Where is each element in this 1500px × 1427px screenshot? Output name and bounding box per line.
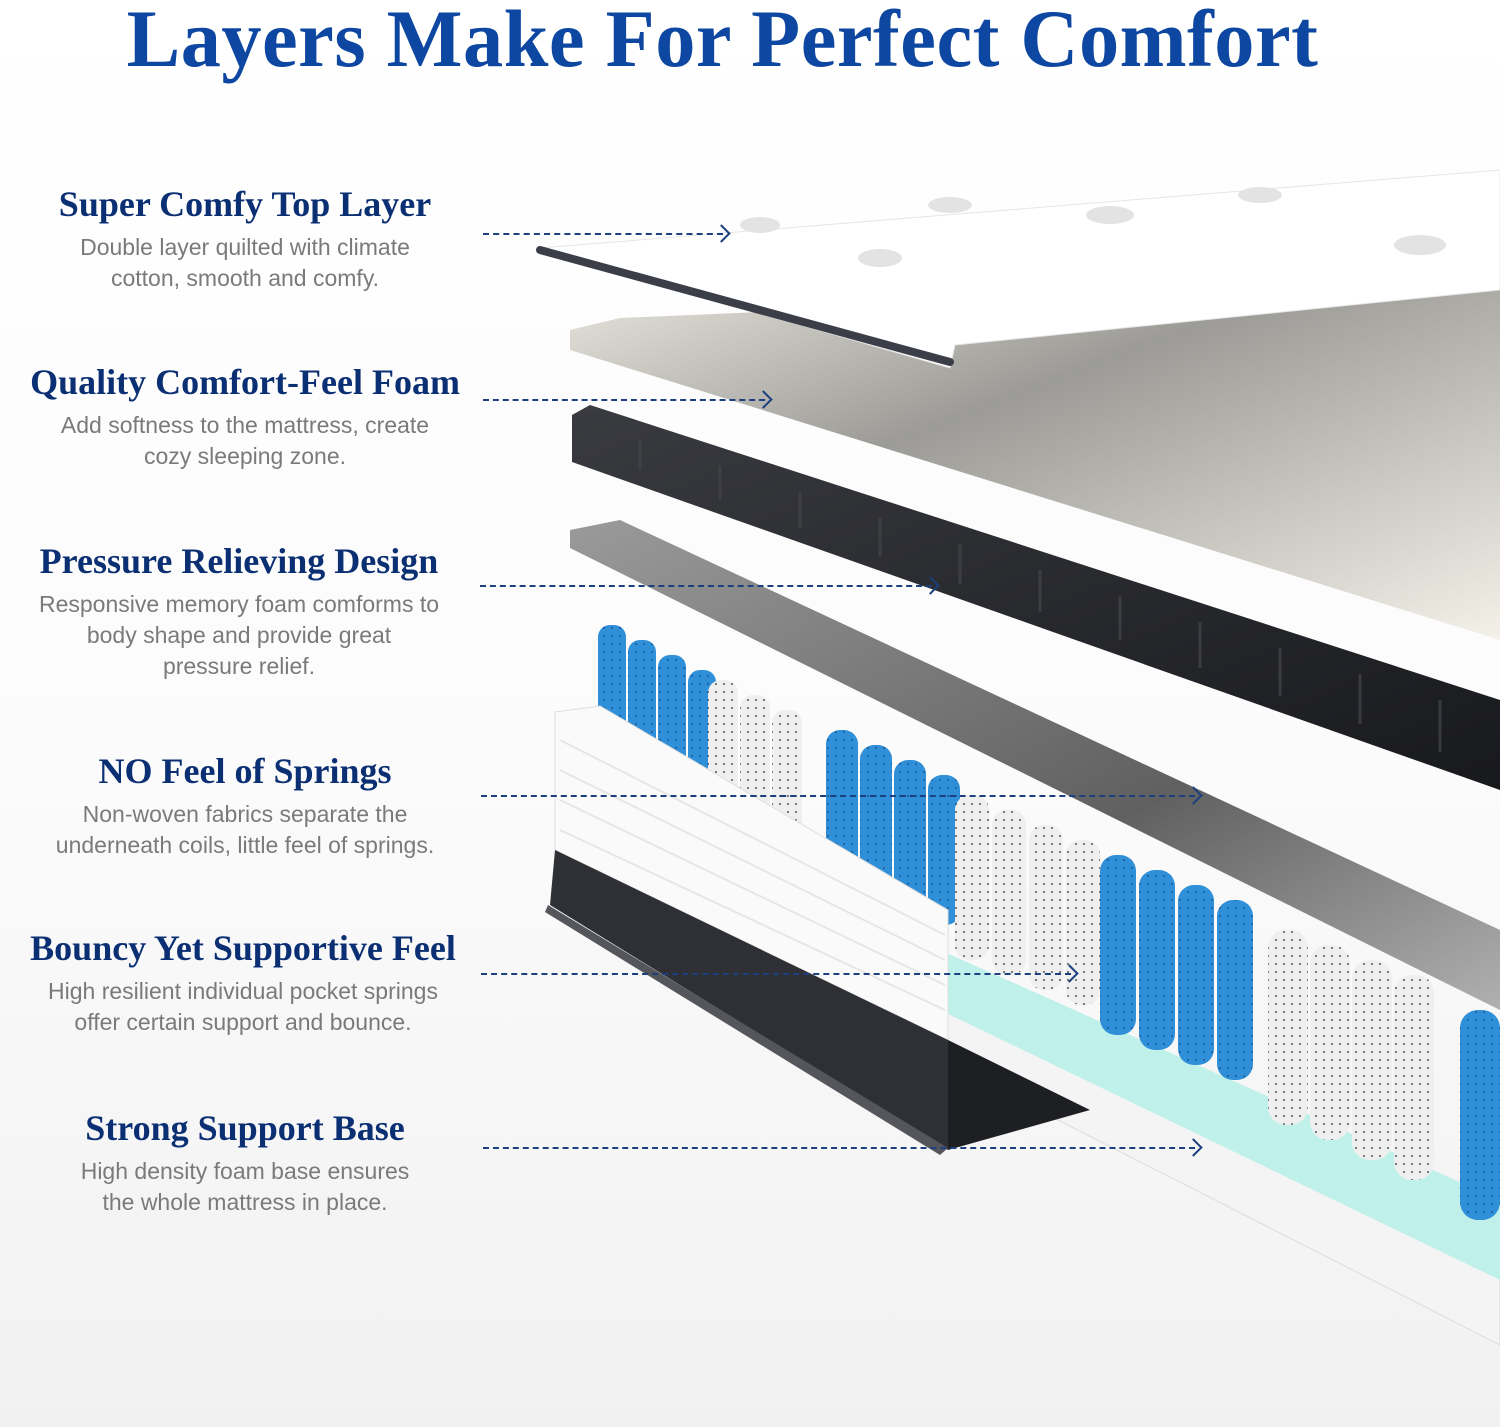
description-line: the whole mattress in place.: [102, 1189, 388, 1215]
feature-heading: Pressure Relieving Design: [39, 541, 439, 581]
description-line: offer certain support and bounce.: [74, 1009, 412, 1035]
feature-comfort-foam: Quality Comfort-Feel Foam Add softness t…: [0, 360, 490, 472]
feature-heading: Bouncy Yet Supportive Feel: [30, 928, 456, 968]
feature-description: High density foam base ensures the whole…: [0, 1156, 490, 1218]
feature-description: Add softness to the mattress, create coz…: [0, 410, 490, 472]
feature-description: High resilient individual pocket springs…: [0, 976, 488, 1038]
leader-line: [483, 399, 765, 401]
feature-support-base: Strong Support Base High density foam ba…: [0, 1106, 490, 1218]
description-line: underneath coils, little feel of springs…: [55, 832, 435, 858]
description-line: cozy sleeping zone.: [143, 443, 346, 469]
feature-heading: Strong Support Base: [85, 1108, 405, 1148]
description-line: body shape and provide great: [86, 622, 392, 648]
description-line: cotton, smooth and comfy.: [110, 265, 380, 291]
feature-no-feel-springs: NO Feel of Springs Non-woven fabrics sep…: [0, 749, 490, 861]
feature-heading: Super Comfy Top Layer: [58, 184, 432, 224]
leader-line: [480, 585, 932, 587]
feature-heading: Quality Comfort-Feel Foam: [30, 362, 460, 402]
description-line: Responsive memory foam comforms to: [38, 591, 440, 617]
description-line: Non-woven fabrics separate the: [82, 801, 408, 827]
feature-heading: NO Feel of Springs: [98, 751, 392, 791]
feature-description: Non-woven fabrics separate the underneat…: [0, 799, 490, 861]
description-line: High density foam base ensures: [80, 1158, 410, 1184]
leader-line: [483, 233, 723, 235]
leader-line: [481, 973, 1071, 975]
leader-line: [481, 795, 1195, 797]
leader-line: [483, 1147, 1195, 1149]
description-line: Double layer quilted with climate: [80, 234, 410, 260]
feature-description: Double layer quilted with climate cotton…: [0, 232, 490, 294]
feature-top-layer: Super Comfy Top Layer Double layer quilt…: [0, 182, 490, 294]
description-line: pressure relief.: [162, 653, 316, 679]
feature-pressure-relief: Pressure Relieving Design Responsive mem…: [0, 539, 484, 682]
feature-description: Responsive memory foam comforms to body …: [0, 589, 484, 682]
page-title: Layers Make For Perfect Comfort: [126, 0, 1319, 84]
description-line: High resilient individual pocket springs: [48, 978, 438, 1004]
feature-bouncy-support: Bouncy Yet Supportive Feel High resilien…: [0, 926, 488, 1038]
description-line: Add softness to the mattress, create: [60, 412, 430, 438]
